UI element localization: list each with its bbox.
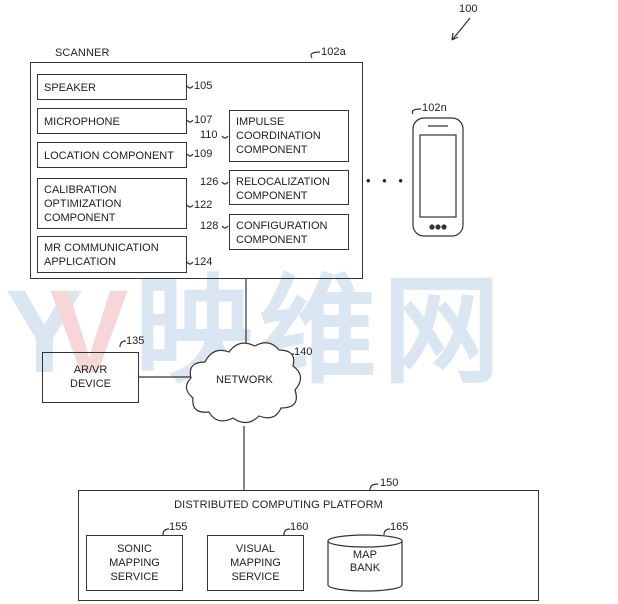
ref-109: 109 — [194, 148, 213, 160]
configuration-box: CONFIGURATION COMPONENT — [229, 214, 349, 250]
ellipsis: • • • — [366, 173, 407, 188]
ref-107: 107 — [194, 114, 213, 126]
phone-ref: 102n — [422, 102, 447, 114]
platform-box — [78, 490, 539, 601]
map-bank-cylinder — [327, 534, 403, 592]
ref-150: 150 — [380, 477, 399, 489]
sonic-mapping-box: SONIC MAPPING SERVICE — [86, 535, 183, 591]
ref-105: 105 — [194, 80, 213, 92]
relocalization-box: RELOCALIZATION COMPONENT — [229, 170, 349, 205]
ref-126: 126 — [200, 176, 219, 188]
map-bank-label: MAP BANK — [349, 549, 381, 574]
leaders-right — [221, 135, 229, 229]
speaker-box: SPEAKER — [37, 74, 187, 100]
location-component-box: LOCATION COMPONENT — [37, 142, 187, 168]
ref-165: 165 — [390, 521, 409, 533]
arrow-head — [451, 32, 459, 41]
watermark: YV映维网 — [5, 266, 507, 398]
figure-arrow — [451, 17, 471, 41]
leader-102a — [310, 51, 321, 59]
figure-ref: 100 — [459, 3, 478, 15]
mr-communication-box: MR COMMUNICATION APPLICATION — [37, 236, 187, 273]
ref-110: 110 — [200, 129, 218, 141]
network-cloud — [185, 342, 302, 424]
leader-102n — [411, 108, 422, 115]
scanner-ref: 102a — [321, 46, 346, 58]
visual-mapping-box: VISUAL MAPPING SERVICE — [207, 535, 304, 591]
microphone-box: MICROPHONE — [37, 108, 187, 134]
ref-124: 124 — [194, 256, 213, 268]
leader-150 — [369, 483, 379, 491]
phone-device — [412, 117, 464, 237]
impulse-box: IMPULSE COORDINATION COMPONENT — [229, 110, 349, 162]
ref-155: 155 — [169, 521, 188, 533]
ref-160: 160 — [290, 521, 309, 533]
leader-135 — [119, 340, 127, 348]
platform-title: DISTRIBUTED COMPUTING PLATFORM — [174, 499, 383, 511]
ref-122: 122 — [194, 199, 213, 211]
calibration-box: CALIBRATION OPTIMIZATION COMPONENT — [37, 178, 187, 229]
scanner-box — [30, 62, 363, 279]
scanner-title: SCANNER — [55, 47, 110, 59]
leader-155 — [162, 528, 391, 536]
ref-140: 140 — [294, 346, 313, 358]
ref-135: 135 — [126, 335, 145, 347]
arvr-device-box: AR/VR DEVICE — [42, 352, 139, 403]
leaders-left — [186, 85, 194, 265]
network-label: NETWORK — [216, 374, 273, 386]
ref-128: 128 — [200, 220, 219, 232]
